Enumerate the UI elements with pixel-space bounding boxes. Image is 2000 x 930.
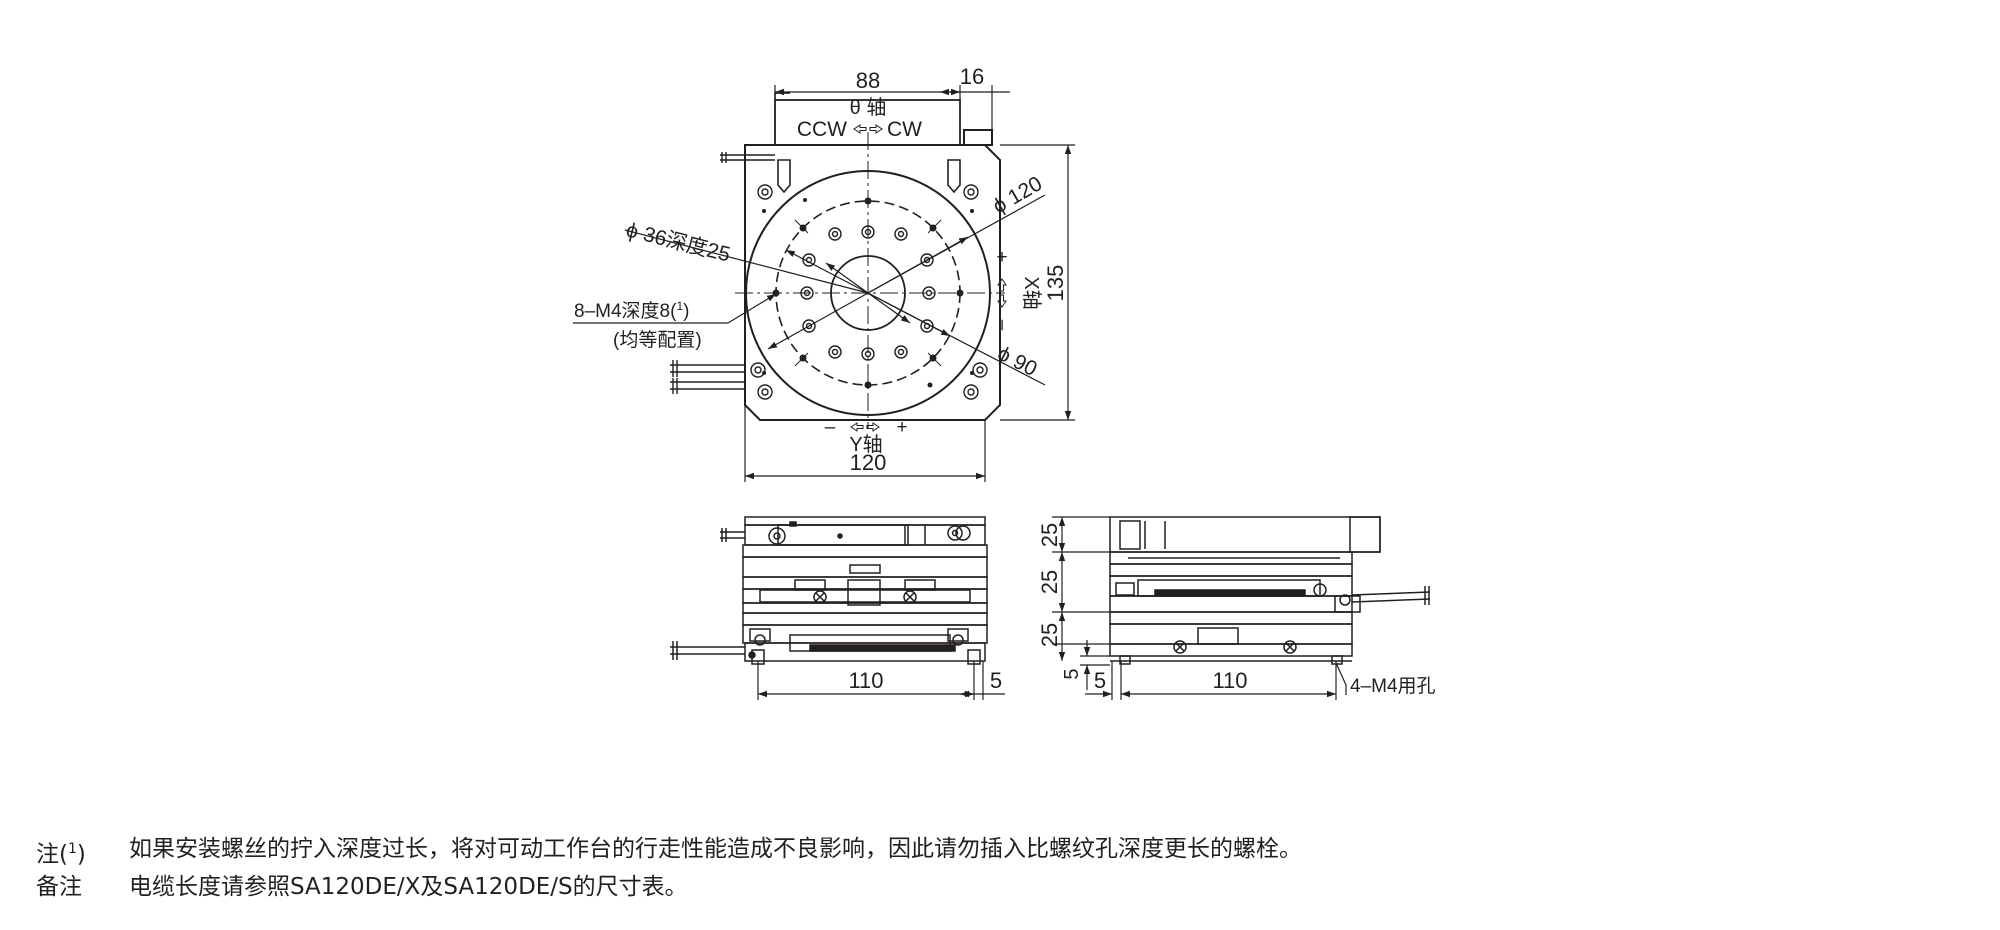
- note-2-tag: 备注: [36, 873, 82, 900]
- side-dim-110: 110: [1212, 668, 1247, 693]
- side-view: [1109, 516, 1431, 665]
- theta-axis-label: θ 轴: [850, 96, 887, 119]
- side-dim-h1: 25: [1037, 523, 1062, 547]
- front-dim-110: 110: [848, 668, 883, 693]
- front-dim-5: 5: [990, 668, 1002, 693]
- dim-16: 16: [960, 64, 984, 89]
- dim-phi36-label: ϕ 36深度25: [624, 219, 733, 267]
- ccw-label: CCW: [797, 118, 847, 141]
- side-dim-h2: 25: [1037, 570, 1062, 594]
- note-1-tag: 注(1): [36, 841, 86, 868]
- note-2: 备注 电缆长度请参照SA120DE/X及SA120DE/S的尺寸表。: [36, 871, 1302, 903]
- note-1-text: 如果安装螺丝的拧入深度过长，将对可动工作台的行走性能造成不良影响，因此请勿插入比…: [129, 836, 1302, 862]
- cw-label: CW: [887, 118, 922, 141]
- side-dim-h3: 25: [1037, 623, 1062, 647]
- dim-135: 135: [1043, 265, 1068, 302]
- side-dim-5: 5: [1094, 668, 1106, 693]
- y-axis-label: Y轴: [849, 433, 882, 456]
- x-axis-label: X轴: [1020, 276, 1043, 309]
- dim-120: 120: [850, 450, 887, 475]
- x-axis-minus: –: [992, 320, 1013, 331]
- footnotes: 注(1) 如果安装螺丝的拧入深度过长，将对可动工作台的行走性能造成不良影响，因此…: [36, 833, 1302, 903]
- top-plate-outline: [744, 129, 1001, 421]
- tap-hole-sublabel: (均等配置): [613, 329, 702, 351]
- top-view-holes: [670, 152, 988, 400]
- note-2-text: 电缆长度请参照SA120DE/X及SA120DE/S的尺寸表。: [129, 873, 688, 900]
- x-axis-plus: +: [996, 247, 1007, 268]
- dim-phi120-label: ϕ 120: [989, 172, 1046, 218]
- side-dim-v5: 5: [1061, 668, 1083, 679]
- front-view-dimensions: [757, 661, 1005, 700]
- tap-hole-label: 8–M4深度8(1): [574, 299, 689, 322]
- y-axis-plus: +: [896, 417, 907, 438]
- y-axis-minus: –: [825, 417, 836, 438]
- top-view: [735, 92, 1005, 428]
- top-view-dimensions: [573, 85, 1075, 482]
- dim-88: 88: [856, 68, 880, 93]
- front-view: [670, 516, 988, 665]
- mount-holes-label: 4–M4用孔: [1350, 675, 1436, 697]
- direction-arrows: [850, 124, 1007, 432]
- note-1: 注(1) 如果安装螺丝的拧入深度过长，将对可动工作台的行走性能造成不良影响，因此…: [36, 833, 1302, 871]
- side-view-dimensions: [1052, 516, 1347, 700]
